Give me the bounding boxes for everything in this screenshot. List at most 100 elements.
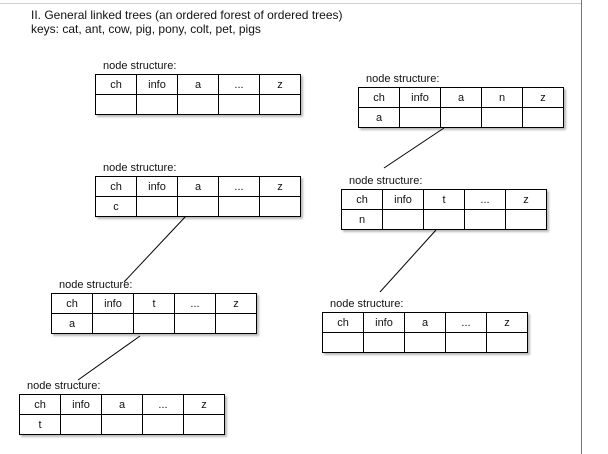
node-table: ch info a n z a xyxy=(358,87,564,128)
node-cell xyxy=(505,209,547,230)
node-cell xyxy=(423,209,465,230)
node-caption: node structure: xyxy=(59,279,133,291)
node-cell xyxy=(142,414,184,435)
node-cell: a xyxy=(177,74,219,95)
node-cell: ch xyxy=(19,394,61,415)
node-cell: n xyxy=(481,87,523,108)
node-cell xyxy=(404,332,446,353)
node-cell xyxy=(522,107,564,128)
node-cell: z xyxy=(486,312,528,333)
node-cell: info xyxy=(92,293,134,314)
node-structure-box: node structure: ch info a ... z t xyxy=(19,380,225,435)
node-caption: node structure: xyxy=(366,73,440,85)
node-cell: z xyxy=(215,293,257,314)
node-cell: t xyxy=(423,189,465,210)
node-cell xyxy=(60,414,102,435)
node-caption: node structure: xyxy=(27,380,101,392)
node-cell xyxy=(363,332,405,353)
node-table: ch info a ... z xyxy=(322,312,528,353)
node-cell xyxy=(136,94,178,115)
node-cell: a xyxy=(358,107,400,128)
node-cell xyxy=(218,94,260,115)
node-cell xyxy=(399,107,441,128)
right-border xyxy=(581,0,582,454)
node-caption: node structure: xyxy=(349,175,423,187)
node-cell: a xyxy=(51,313,93,334)
node-cell xyxy=(183,414,225,435)
node-cell: c xyxy=(95,196,137,217)
node-structure-box: node structure: ch info a n z a xyxy=(358,73,564,128)
node-cell: ch xyxy=(341,189,383,210)
node-cell xyxy=(486,332,528,353)
node-cell: a xyxy=(101,394,143,415)
link-line xyxy=(379,229,437,293)
node-cell: z xyxy=(505,189,547,210)
node-cell: ... xyxy=(218,176,260,197)
node-cell xyxy=(322,332,364,353)
node-cell xyxy=(101,414,143,435)
node-cell: a xyxy=(177,176,219,197)
node-cell xyxy=(92,313,134,334)
node-cell: ch xyxy=(95,74,137,95)
node-cell xyxy=(445,332,487,353)
node-cell: info xyxy=(60,394,102,415)
node-cell: info xyxy=(136,74,178,95)
node-cell xyxy=(136,196,178,217)
node-table: ch info t ... z a xyxy=(51,293,257,334)
node-caption: node structure: xyxy=(103,162,177,174)
node-cell: ... xyxy=(142,394,184,415)
node-cell: ... xyxy=(464,189,506,210)
node-cell xyxy=(481,107,523,128)
node-cell: info xyxy=(136,176,178,197)
node-table: ch info a ... z xyxy=(95,74,301,115)
keys-line: keys: cat, ant, cow, pig, pony, colt, pe… xyxy=(31,22,261,36)
node-cell: z xyxy=(259,74,301,95)
node-cell: t xyxy=(19,414,61,435)
node-cell xyxy=(259,196,301,217)
link-line xyxy=(123,215,187,283)
node-cell xyxy=(218,196,260,217)
node-cell: z xyxy=(183,394,225,415)
link-line xyxy=(383,127,445,169)
node-cell xyxy=(382,209,424,230)
node-cell: a xyxy=(404,312,446,333)
node-structure-box: node structure: ch info a ... z c xyxy=(95,162,301,217)
node-cell xyxy=(174,313,216,334)
section-heading: II. General linked trees (an ordered for… xyxy=(31,8,343,22)
node-table: ch info a ... z c xyxy=(95,176,301,217)
node-cell xyxy=(95,94,137,115)
node-cell: ch xyxy=(95,176,137,197)
node-cell xyxy=(440,107,482,128)
node-table: ch info a ... z t xyxy=(19,394,225,435)
node-cell: ... xyxy=(218,74,260,95)
link-line xyxy=(77,335,141,381)
node-cell: info xyxy=(399,87,441,108)
node-cell: z xyxy=(259,176,301,197)
node-structure-box: node structure: ch info a ... z xyxy=(322,298,528,353)
node-cell: info xyxy=(363,312,405,333)
top-rule xyxy=(0,3,581,4)
node-cell xyxy=(215,313,257,334)
node-cell xyxy=(133,313,175,334)
node-cell: ch xyxy=(51,293,93,314)
node-cell: t xyxy=(133,293,175,314)
node-cell: n xyxy=(341,209,383,230)
node-cell xyxy=(464,209,506,230)
node-structure-box: node structure: ch info t ... z a xyxy=(51,279,257,334)
node-cell xyxy=(177,94,219,115)
node-cell xyxy=(259,94,301,115)
node-table: ch info t ... z n xyxy=(341,189,547,230)
node-cell: z xyxy=(522,87,564,108)
node-cell: ch xyxy=(322,312,364,333)
node-cell: a xyxy=(440,87,482,108)
node-cell: ch xyxy=(358,87,400,108)
node-cell xyxy=(177,196,219,217)
node-cell: ... xyxy=(174,293,216,314)
node-caption: node structure: xyxy=(330,298,404,310)
node-structure-box: node structure: ch info a ... z xyxy=(95,60,301,115)
node-structure-box: node structure: ch info t ... z n xyxy=(341,175,547,230)
node-cell: ... xyxy=(445,312,487,333)
node-caption: node structure: xyxy=(103,60,177,72)
